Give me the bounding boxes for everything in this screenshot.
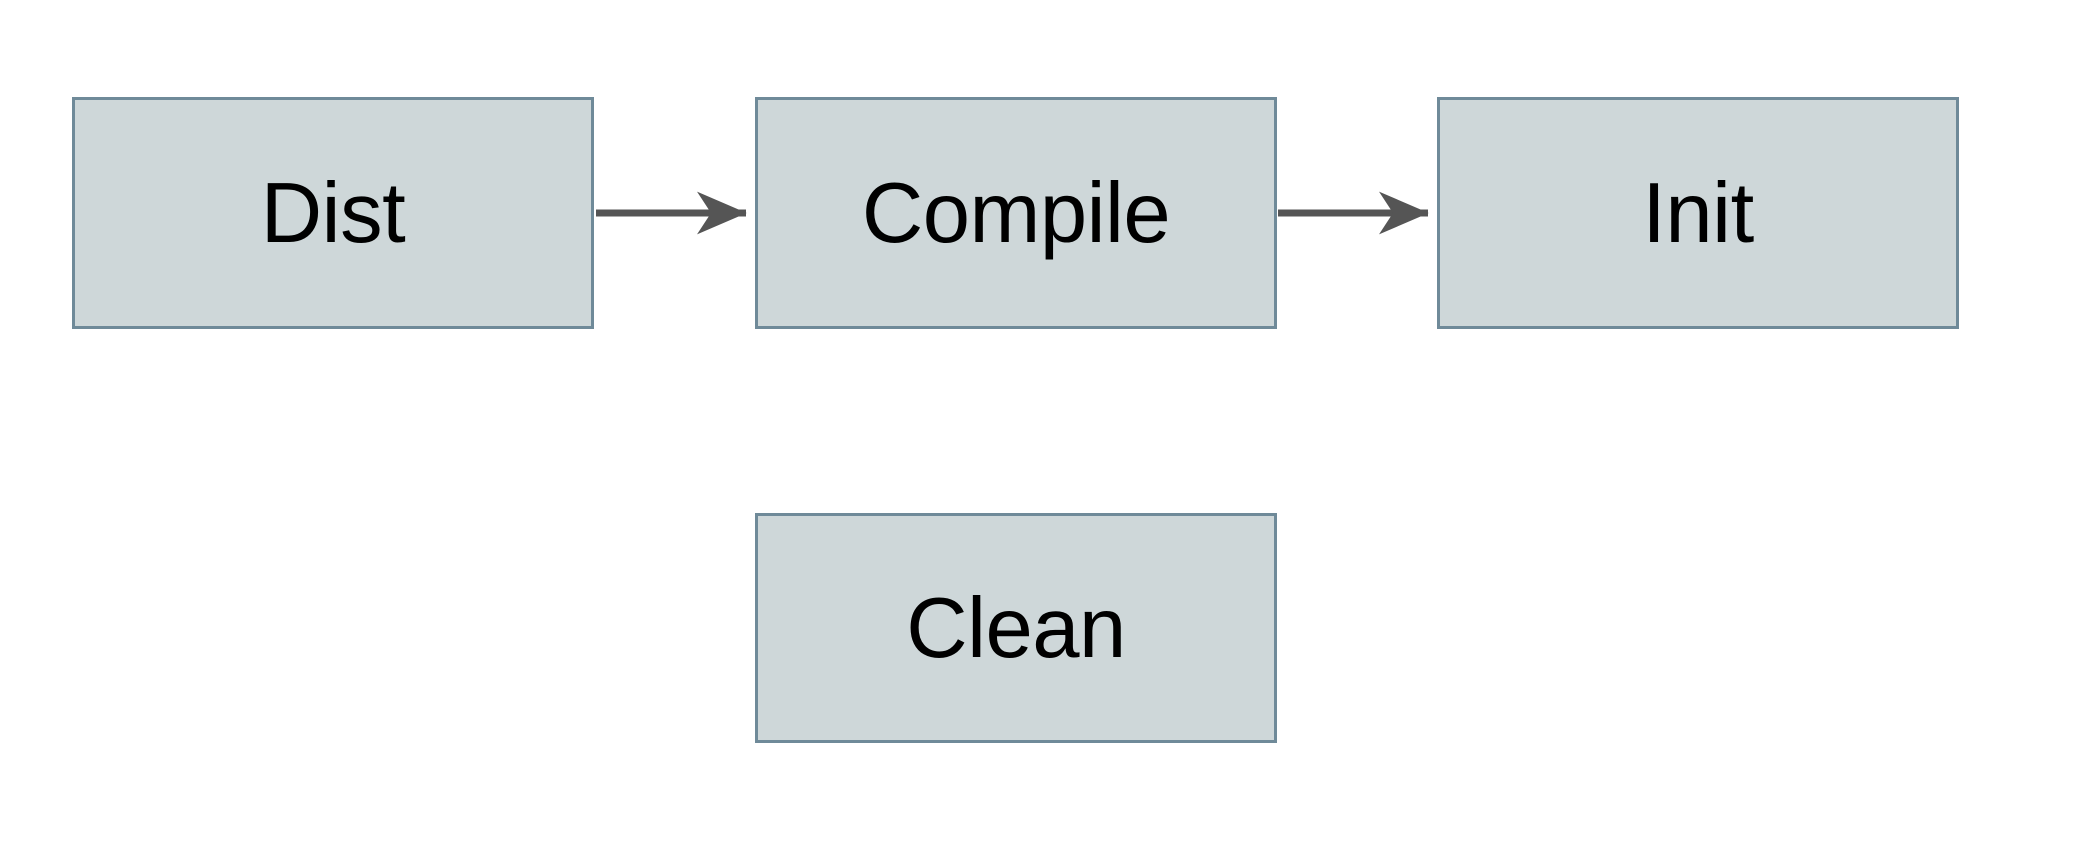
node-clean-label: Clean xyxy=(906,580,1126,676)
node-compile[interactable]: Compile xyxy=(755,97,1277,329)
node-dist[interactable]: Dist xyxy=(72,97,594,329)
node-compile-label: Compile xyxy=(861,165,1171,261)
node-clean[interactable]: Clean xyxy=(755,513,1277,743)
node-init[interactable]: Init xyxy=(1437,97,1959,329)
node-dist-label: Dist xyxy=(260,165,406,261)
node-init-label: Init xyxy=(1642,165,1754,261)
